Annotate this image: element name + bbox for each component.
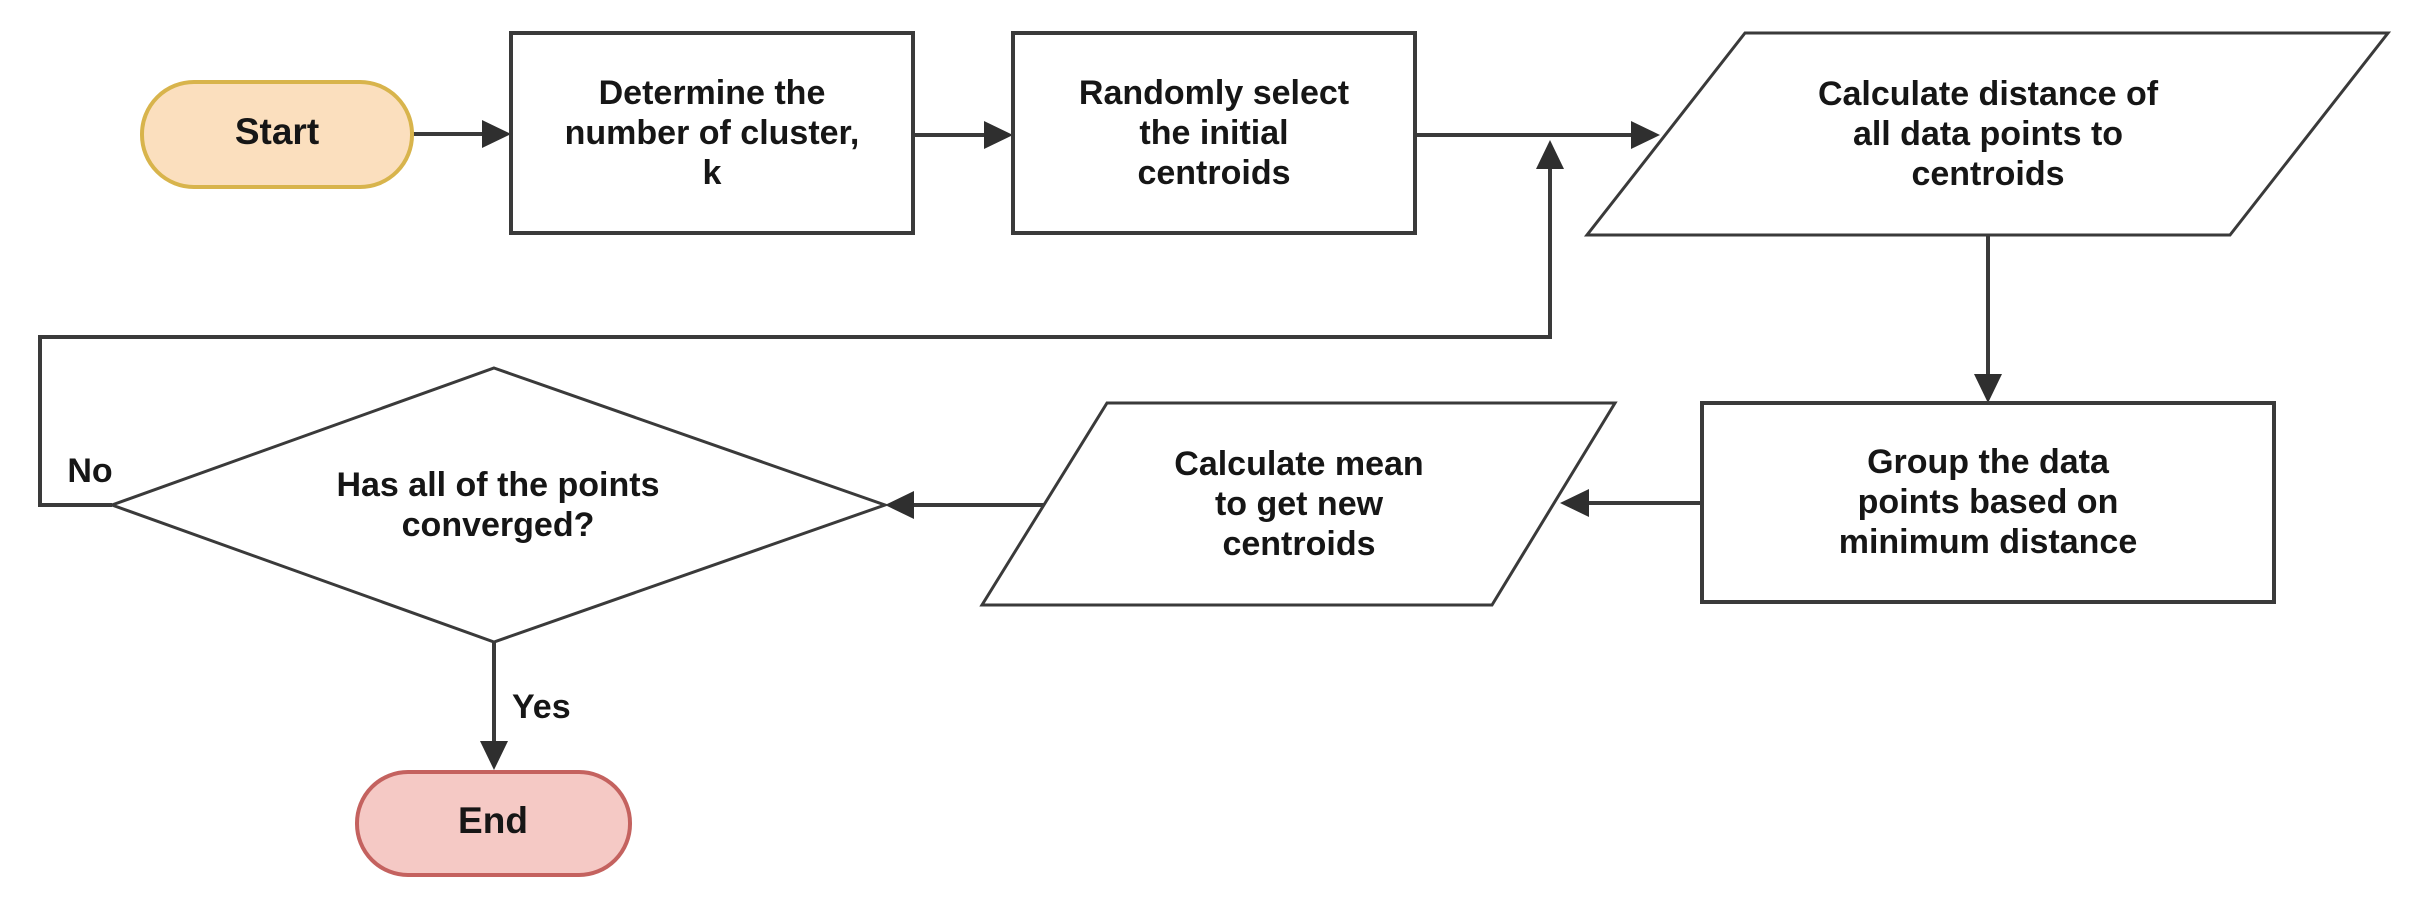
- random-init-label: Randomly select the initial centroids: [1078, 74, 1350, 192]
- converged-decision-shape: [107, 366, 890, 644]
- determine-k-process-shape: [509, 31, 915, 235]
- start-terminator-shape: [140, 80, 414, 189]
- edge-decision-no-loop: [38, 140, 1564, 507]
- group-points-label: Group the data points based on minimum d…: [1838, 443, 2138, 561]
- calc-distance-parallelogram-shape: [1583, 31, 2392, 237]
- arrowhead-right-icon: [1631, 121, 1660, 149]
- arrowhead-right-icon: [984, 121, 1013, 149]
- edge-group-to-calcmean: [1560, 489, 1702, 517]
- calc-mean-label: Calculate mean to get new centroids: [1174, 445, 1424, 563]
- random-init-process-shape: [1011, 31, 1417, 235]
- arrowhead-left-icon: [885, 491, 914, 519]
- end-terminator-shape: [355, 770, 632, 877]
- determine-k-label: Determine the number of cluster, k: [564, 74, 860, 192]
- edge-random-to-calcdistance: [1415, 121, 1660, 149]
- arrowhead-left-icon: [1560, 489, 1589, 517]
- arrowhead-down-icon: [480, 741, 508, 770]
- calc-mean-parallelogram-shape: [979, 401, 1618, 607]
- converged-label: Has all of the points converged?: [336, 466, 660, 544]
- start-label: Start: [234, 111, 320, 152]
- edge-label-no: No: [67, 452, 113, 490]
- arrowhead-up-icon: [1536, 140, 1564, 169]
- group-points-process-shape: [1700, 401, 2276, 604]
- edge-decision-yes-to-end: [480, 642, 508, 770]
- edge-label-yes: Yes: [512, 688, 571, 726]
- end-label: End: [458, 800, 528, 841]
- edge-calcmean-to-decision: [885, 491, 1044, 519]
- arrowhead-right-icon: [482, 120, 511, 148]
- arrowhead-down-icon: [1974, 374, 2002, 403]
- edge-start-to-determine: [412, 120, 511, 148]
- edge-determine-to-random: [913, 121, 1013, 149]
- edge-calcdistance-to-group: [1974, 235, 2002, 403]
- calc-distance-label: Calculate distance of all data points to…: [1817, 75, 2159, 193]
